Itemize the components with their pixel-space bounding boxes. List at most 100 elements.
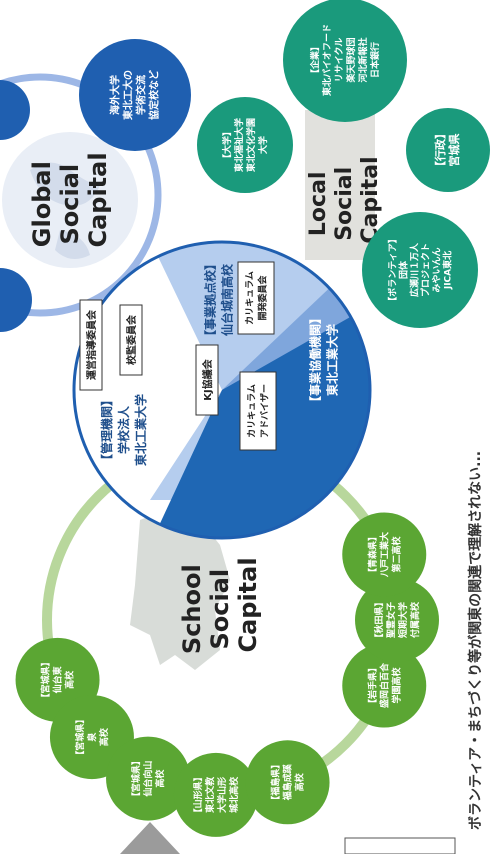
label-line: 高校 [98,727,110,746]
label-line: 学術交流 [135,75,148,115]
label-line: 仙台東 [52,666,64,693]
global-title: Global Social Capital [28,152,112,247]
label-line: 東北工大の [122,70,135,120]
school-title: School Social Capital [178,556,262,654]
school-nodes: 【宮城県】仙台東高校【宮城県】泉高校【宮城県】仙台向山高校【山形県】東北文教大学… [15,512,439,837]
label-line: 開発委員会 [257,275,269,321]
label-line: 【行政】 [433,128,447,172]
label-line: カリキュラム [245,271,256,325]
label-line: 【宮城県】 [74,715,86,760]
global-node-bottom [0,268,32,332]
label-line: 仙台城南高校 [220,263,235,336]
label-line: 【事業拠点校】 [203,258,218,342]
label-line: 東北文化学園 [245,118,257,172]
svg-text:運営指導委員会: 運営指導委員会 [85,310,98,380]
school-node [173,752,258,837]
footer-partial-text: ボランティア・まちづくり等が関東の関連で理解されない... [467,451,484,830]
global-node-top [0,80,30,140]
label-line: 付属高校 [409,601,421,638]
label-line: JICA東北 [442,251,454,290]
label-line: プロジェクト [420,243,432,297]
label-line: 大学 [257,136,269,154]
label-line: 【青森県】 [366,532,378,577]
local-city-photo [305,110,375,260]
local-node-company-label: 【企業】東北パイオフードリサイクル楽天野球団河北新報社日本銀行 [309,24,381,96]
label-line: 【福島県】 [270,760,282,805]
caption-box [344,837,456,854]
box-curriculum-advisor: カリキュラムアドバイザー [239,371,277,451]
school-node [106,736,191,821]
label-line: 大学山形 [216,777,228,813]
school-node [355,578,439,662]
label-line: 【事業協働機関】 [308,312,323,408]
label-line: 【管理機関】 [99,394,114,466]
label-line: 【大学】 [221,127,233,163]
label-line: 【宮城県】 [130,756,142,801]
label-line: 【岩手県】 [366,663,378,708]
school-node [342,643,427,728]
global-node-overseas [79,39,191,151]
grey-arrow [120,822,180,854]
local-node-university-label: 【大学】東北福祉大学東北文化学園大学 [221,118,269,172]
label-line: 東北工業大学 [325,324,340,396]
label-line: 【企業】 [309,42,321,78]
label-line: 河北新報社 [357,37,369,82]
label-line: 福島成蹊 [282,763,294,801]
label-line: 東北福祉大学 [233,118,245,172]
label-line: 宮城県 [447,134,461,167]
center-admin-org: 【管理機関】学校法人東北工業大学 [99,394,148,466]
box-curriculum-development: カリキュラム開発委員会 [237,261,275,335]
center-base-school: 【事業拠点校】仙台城南高校 [203,258,235,342]
label-line: 日本銀行 [369,42,381,78]
label-line: 広瀬川１万人 [409,242,421,297]
label-line: 城北高校 [228,776,240,813]
global-ring [0,73,162,317]
label-line: 仙台向山 [142,761,154,797]
svg-text:校監委員会: 校監委員会 [125,315,138,365]
label-line: 【宮城県】 [40,657,52,702]
label-line: 盛岡白百合 [378,662,390,708]
label-line: 高校 [294,772,306,791]
local-node-volunteer [362,212,478,328]
box-operating-committee: 運営指導委員会 [79,299,103,391]
school-map-shape [130,510,230,670]
school-node-label: 【青森県】八戸工業大第二高校 [366,532,402,578]
label-line: 協定校など [148,70,161,120]
label-line: カリキュラム [247,384,258,438]
local-title: Local Social Capital [306,156,383,243]
school-node-label: 【宮城県】泉高校 [74,715,110,760]
label-line: 八戸工業大 [378,532,390,578]
local-node-admin [406,108,490,192]
school-node-label: 【宮城県】仙台向山高校 [130,756,166,801]
label-line: 高校 [64,670,76,689]
label-line: 団体 [398,260,410,279]
school-node [342,512,427,597]
label-line: アドバイザー [260,384,271,438]
label-line: 東北工業大学 [133,394,148,466]
label-line: みやいんん [432,247,443,292]
local-node-admin-label: 【行政】宮城県 [433,128,461,172]
label-line: 学校法人 [116,405,131,454]
school-node-label: 【秋田県】聖霊女子短期大学付属高校 [373,597,421,642]
label-line: 学園高校 [390,667,402,704]
box-audit-committee: 校監委員会 [119,304,143,376]
label-line: 楽天野球団 [345,37,357,82]
svg-text:KJ協議会: KJ協議会 [201,359,214,400]
school-node-label: 【福島県】福島成蹊高校 [270,760,306,805]
global-globe-lands [30,162,100,259]
school-node-label: 【岩手県】盛岡白百合学園高校 [366,662,402,708]
label-line: 短期大学 [397,602,409,638]
label-line: 【山形県】 [192,772,204,817]
label-line: 聖霊女子 [385,602,397,638]
school-node-label: 【山形県】東北文教大学山形城北高校 [192,772,240,817]
label-line: 【秋田県】 [373,597,385,642]
school-node-label: 【宮城県】仙台東高校 [40,657,76,702]
label-line: 泉 [86,732,98,743]
label-line: 海外大学 [109,75,122,115]
local-node-university [197,97,293,193]
local-node-company [283,0,407,122]
global-node-overseas-label: 海外大学東北工大の学術交流協定校など [109,70,161,120]
